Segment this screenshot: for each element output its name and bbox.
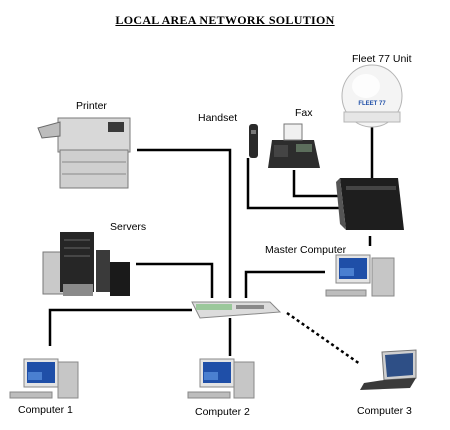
fax-icon bbox=[268, 123, 320, 168]
computer1-icon bbox=[9, 358, 79, 399]
handset-label: Handset bbox=[198, 112, 238, 124]
fleet77-dome-label: FLEET 77 bbox=[358, 101, 386, 107]
printer-label: Printer bbox=[76, 100, 107, 112]
link-servers-switch bbox=[136, 262, 214, 298]
link-printer-switch bbox=[137, 148, 232, 298]
diagram-title: LOCAL AREA NETWORK SOLUTION bbox=[115, 13, 335, 27]
hub-terminal-icon bbox=[336, 178, 404, 230]
connection-lines bbox=[48, 122, 374, 366]
link-computer3-wireless bbox=[286, 311, 361, 366]
network-switch-icon bbox=[191, 301, 282, 319]
computer2-label: Computer 2 bbox=[195, 406, 250, 418]
link-master-switch bbox=[244, 270, 325, 298]
handset-icon bbox=[249, 124, 258, 158]
master-computer-icon bbox=[325, 254, 395, 297]
fleet77-unit-icon: FLEET 77 bbox=[341, 64, 403, 128]
computer3-label: Computer 3 bbox=[357, 405, 412, 417]
printer-icon bbox=[37, 117, 131, 189]
servers-label: Servers bbox=[110, 221, 147, 233]
servers-icon bbox=[42, 232, 130, 296]
master-computer-label: Master Computer bbox=[265, 244, 347, 256]
link-computer1-switch bbox=[48, 308, 192, 346]
link-fax-hub bbox=[292, 170, 338, 198]
computer1-label: Computer 1 bbox=[18, 404, 73, 416]
fax-label: Fax bbox=[295, 107, 313, 119]
computer2-icon bbox=[187, 358, 255, 399]
fleet77-label: Fleet 77 Unit bbox=[352, 53, 412, 65]
link-handset-hub bbox=[246, 158, 345, 210]
computer3-laptop-icon bbox=[360, 349, 417, 390]
